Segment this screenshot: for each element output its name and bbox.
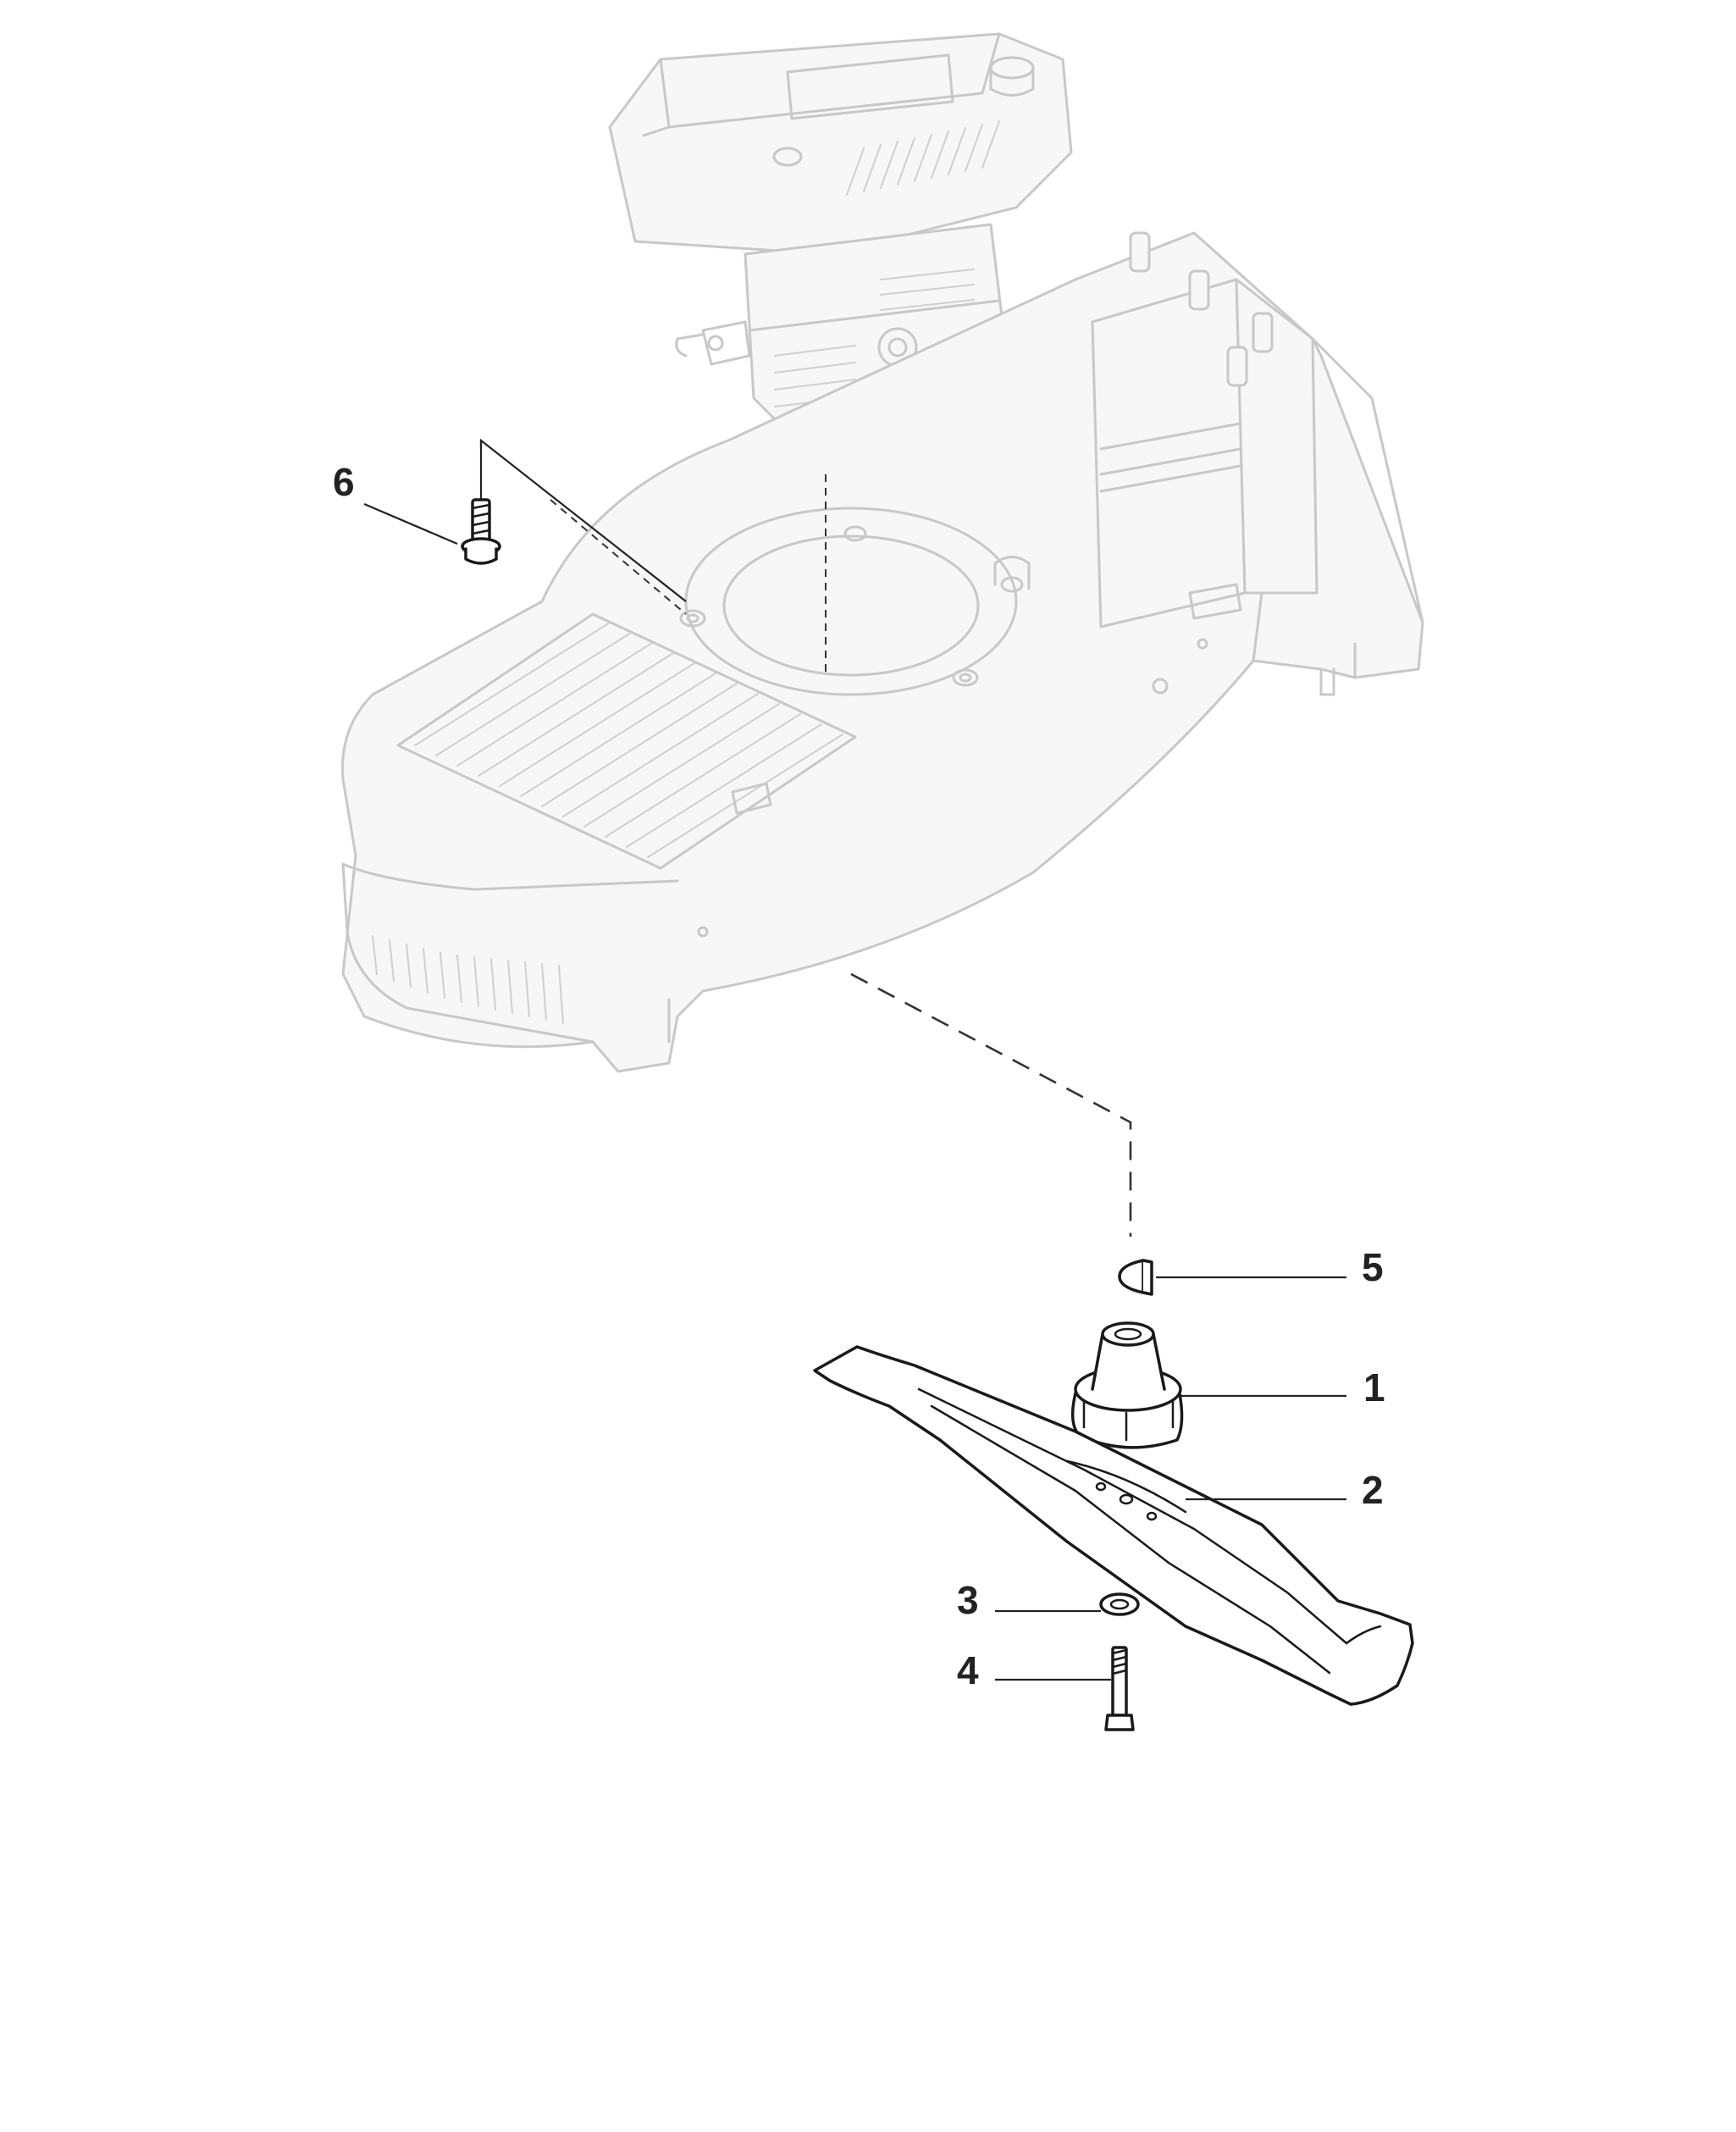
callout-2: 2 [1362, 1468, 1384, 1512]
part-5-woodruff-key [1118, 1259, 1153, 1296]
callout-3: 3 [957, 1578, 979, 1622]
mower-deck-context [340, 231, 1424, 1073]
part-2-blade [813, 1345, 1414, 1706]
callout-1: 1 [1363, 1365, 1385, 1409]
part-6-bolt [461, 498, 501, 565]
leader-lines [363, 502, 1346, 1681]
part-1-blade-adapter [1071, 1321, 1184, 1449]
callout-5: 5 [1362, 1245, 1384, 1289]
callout-6: 6 [333, 460, 355, 504]
assembly-lines [479, 438, 1132, 1237]
callout-4: 4 [957, 1648, 979, 1692]
part-4-bolt [1104, 1646, 1135, 1731]
part-3-washer [1099, 1592, 1140, 1616]
